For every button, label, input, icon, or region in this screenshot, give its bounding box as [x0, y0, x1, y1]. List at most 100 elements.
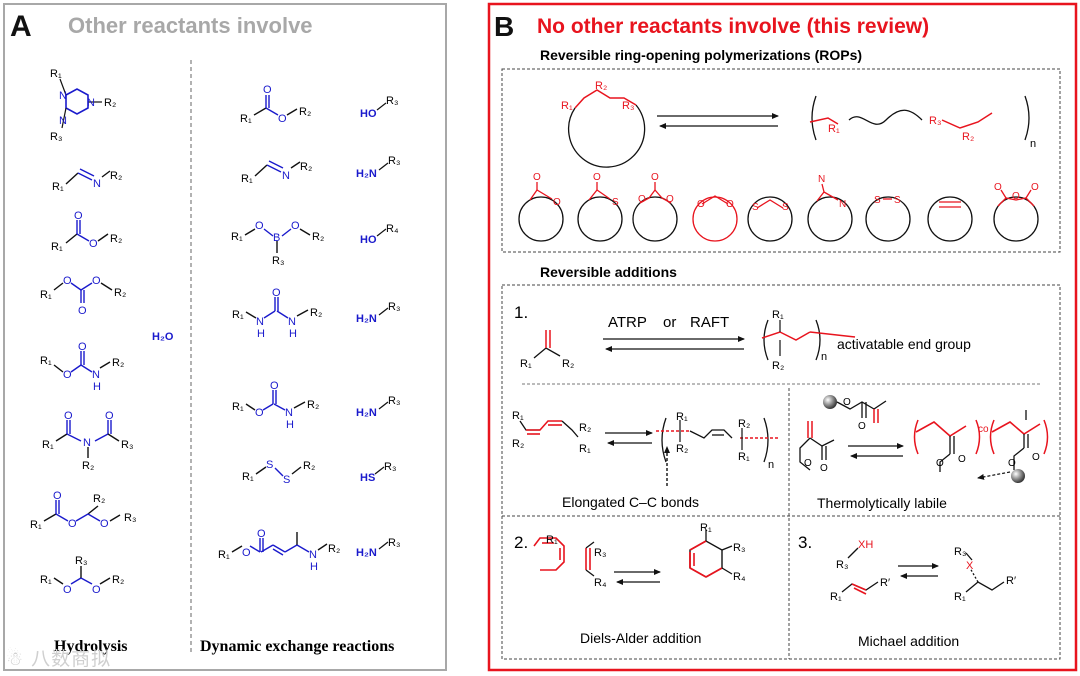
- label: N: [818, 174, 825, 185]
- label: H: [310, 561, 318, 573]
- condition-atrp: ATRP: [608, 314, 647, 331]
- label: R₂: [112, 574, 124, 586]
- rop-box: [501, 68, 1061, 253]
- structure-imine: [65, 168, 111, 185]
- caption-diels-alder: Diels-Alder addition: [580, 630, 701, 646]
- label: O: [278, 113, 287, 125]
- label: O: [78, 341, 87, 353]
- label: R₁: [52, 181, 64, 193]
- label: R₃: [388, 155, 400, 167]
- monomer-ring-disulfide: [865, 196, 911, 242]
- structure-boronate: [244, 228, 311, 253]
- label: R₃: [954, 546, 966, 558]
- label: R₁: [40, 289, 52, 301]
- label: N: [288, 316, 296, 328]
- label: O: [263, 84, 272, 96]
- label: N: [92, 369, 100, 381]
- label: O: [553, 197, 561, 208]
- condition-or: or: [663, 314, 676, 331]
- label: R₁: [772, 309, 784, 321]
- label: O: [255, 407, 264, 419]
- label: S: [894, 195, 901, 206]
- label: O: [63, 369, 72, 381]
- label: R₁: [218, 549, 230, 561]
- label: O: [994, 182, 1002, 193]
- label: O: [63, 275, 72, 287]
- structure-carbamate: [53, 351, 111, 373]
- reagent: H₂N: [356, 407, 377, 419]
- label: XH: [858, 539, 873, 551]
- label: R₂: [303, 460, 315, 472]
- label: O: [92, 584, 101, 596]
- reagent: HO: [360, 108, 377, 120]
- label: R₂: [300, 161, 312, 173]
- structure-ester: [65, 220, 109, 244]
- caption-thermolytically-labile: Thermolytically labile: [817, 495, 947, 511]
- label: O: [92, 275, 101, 287]
- structure-imide: [55, 420, 120, 458]
- label: N: [59, 90, 67, 102]
- caption-elongated: Elongated C–C bonds: [562, 494, 699, 510]
- label: R₄: [733, 571, 746, 583]
- label: n: [1030, 138, 1036, 150]
- additions-box: [501, 284, 1061, 660]
- label: R₃: [388, 537, 400, 549]
- label: R₂: [110, 233, 122, 245]
- label: R₂: [307, 399, 319, 411]
- label: O: [242, 547, 251, 559]
- label: S: [283, 474, 290, 486]
- initiator-ball-icon: [823, 395, 837, 409]
- label: R₂: [104, 97, 116, 109]
- label: R₃: [121, 439, 133, 451]
- label: R₂: [112, 357, 124, 369]
- label: O: [936, 458, 944, 469]
- monomer-ring-lactone: [518, 182, 564, 242]
- label: R₃: [388, 395, 400, 407]
- panel-b-title: No other reactants involve (this review): [537, 15, 929, 38]
- label: R₂: [579, 422, 591, 434]
- label: R₁: [40, 574, 52, 586]
- co-label: co: [978, 424, 989, 435]
- label: O: [593, 172, 601, 183]
- label: R₁: [42, 439, 54, 451]
- label: H: [286, 419, 294, 431]
- reagent: H₂N: [356, 313, 377, 325]
- label: N: [87, 97, 95, 109]
- structure-ester-exchange: [253, 95, 298, 116]
- label: N: [839, 199, 846, 210]
- label: O: [257, 528, 266, 540]
- label: S: [612, 197, 619, 208]
- structure-urea: [245, 297, 309, 319]
- label: R₂: [738, 418, 750, 430]
- label: S: [266, 459, 273, 471]
- structure-imine-exchange: [254, 160, 301, 177]
- label: O: [726, 199, 734, 210]
- watermark: ☃ 八数商拟: [6, 648, 112, 670]
- reagent: HO: [360, 234, 377, 246]
- structure-acylal: [43, 500, 121, 522]
- additions-heading: Reversible additions: [540, 264, 677, 280]
- label: R₃: [384, 461, 396, 473]
- label: O: [1032, 452, 1040, 463]
- rop-heading: Reversible ring-opening polymerizations …: [540, 47, 862, 63]
- label: O: [100, 518, 109, 530]
- label: R₂: [676, 443, 688, 455]
- label: R₂: [328, 543, 340, 555]
- label: R₁: [232, 401, 244, 413]
- label: O: [1031, 182, 1039, 193]
- label: R₃: [929, 115, 941, 127]
- label: R₁: [738, 451, 750, 463]
- label: O: [843, 397, 851, 408]
- label: R₁: [954, 591, 966, 603]
- initiator-ball-icon: [1011, 469, 1025, 483]
- label: R₁: [546, 534, 558, 546]
- label: R₁: [50, 68, 62, 80]
- structure-carbamate-exchange: [245, 390, 306, 411]
- label: R₂: [299, 106, 311, 118]
- monomer-ring-anhydride: [993, 189, 1039, 242]
- label: R′: [1006, 575, 1016, 587]
- label: H: [257, 328, 265, 340]
- label: O: [74, 210, 83, 222]
- label: R₄: [386, 223, 399, 235]
- label: R₁: [231, 231, 243, 243]
